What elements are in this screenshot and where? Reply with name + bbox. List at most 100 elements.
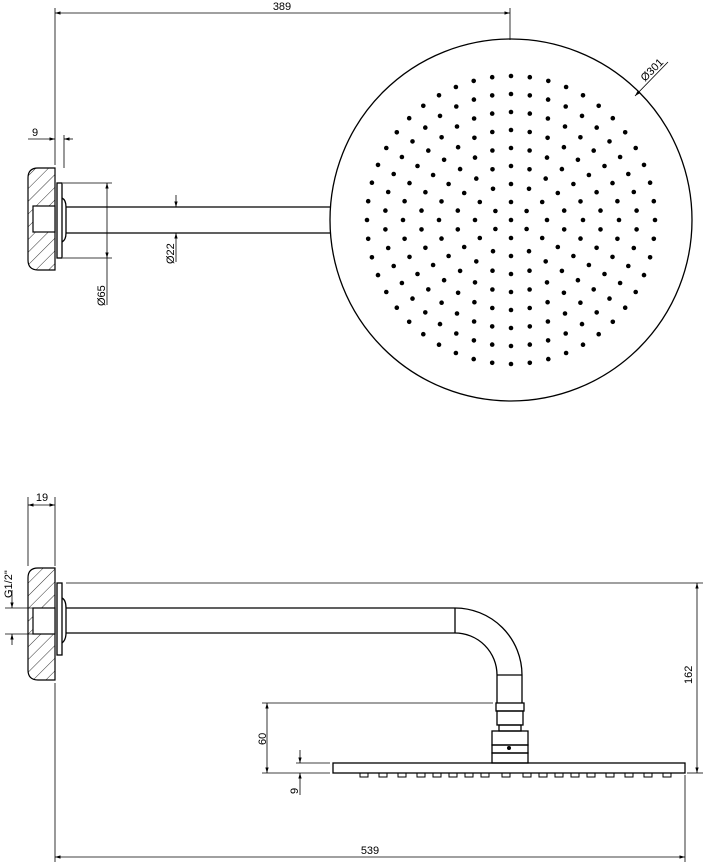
nozzle-dot	[545, 135, 550, 141]
nozzle-dot	[474, 176, 479, 181]
nozzle	[416, 772, 426, 778]
nozzle-dot	[508, 289, 514, 295]
nozzle-dot	[508, 217, 514, 223]
nozzle-dot	[578, 199, 583, 204]
nozzle-dot	[436, 342, 442, 348]
nozzle	[662, 772, 672, 778]
nozzle-dot	[561, 290, 567, 296]
nozzle-dot	[508, 73, 514, 79]
nozzle-dot	[421, 103, 426, 109]
nozzle	[501, 772, 511, 778]
nozzle-dot	[641, 272, 647, 278]
nozzle-dot	[615, 198, 620, 204]
nozzle-dot	[508, 181, 514, 187]
nozzle-dot	[633, 145, 638, 151]
nozzle-dot	[406, 115, 412, 121]
shower-head-side	[332, 762, 686, 774]
nozzle-dot	[457, 166, 463, 172]
nozzle-dot	[430, 262, 436, 268]
wall-socket-side	[32, 607, 56, 635]
nozzle-dot	[437, 321, 443, 327]
nozzle-dot	[410, 296, 415, 301]
nozzle-dot	[594, 245, 599, 251]
nozzle	[570, 772, 580, 778]
nozzle-dot	[383, 227, 388, 232]
nozzle	[378, 772, 388, 778]
nozzle	[624, 772, 634, 778]
wall-socket-top	[32, 205, 56, 233]
nozzle-dot	[607, 296, 612, 301]
nozzle-dot	[622, 130, 628, 135]
nozzle-dot	[472, 280, 478, 285]
nozzle-dot	[454, 104, 459, 109]
dim-flange-depth: 9	[32, 127, 38, 139]
nozzle-dot	[607, 139, 612, 144]
nozzle-dot	[579, 321, 585, 327]
nozzle-dot	[546, 356, 551, 362]
nozzle-dot	[508, 361, 514, 367]
nozzle-dot	[563, 350, 569, 356]
nozzle-dot	[406, 319, 412, 325]
nozzle-dot	[419, 208, 424, 213]
nozzle-dot	[526, 248, 532, 254]
nozzle-dot	[559, 166, 565, 172]
nozzle-dot	[527, 129, 532, 135]
nozzle-dot	[544, 280, 550, 285]
nozzle-dot	[421, 331, 426, 337]
nozzle-dot	[546, 78, 551, 84]
nozzle-dot	[527, 324, 533, 329]
nozzle-dot	[364, 217, 370, 223]
nozzle-dot	[610, 180, 615, 186]
nozzle-dot	[407, 254, 412, 260]
nozzle-dot	[471, 97, 477, 102]
nozzle-dot	[578, 135, 583, 140]
dim-thread: G1/2"	[3, 570, 15, 598]
nozzle-dot	[544, 217, 550, 223]
nozzle-dot	[596, 331, 601, 337]
nozzle-dot	[539, 199, 545, 205]
nozzle-dot	[508, 109, 514, 115]
nozzle-dots	[364, 73, 658, 367]
nozzle-dot	[423, 125, 428, 130]
nozzle-dot	[477, 235, 483, 241]
nozzle-dot	[375, 272, 381, 278]
nozzle-dot	[430, 172, 436, 178]
nozzle-dot	[490, 268, 495, 274]
nozzle-dot	[471, 116, 477, 121]
nozzle-dot	[394, 130, 400, 135]
nozzle-dot	[508, 307, 514, 313]
top-view: 389 9 Ø65 Ø22 Ø301	[27, 1, 693, 402]
nozzle-dot	[426, 287, 431, 292]
nozzle-dot	[610, 254, 615, 260]
nozzle-dot	[545, 319, 551, 324]
nozzle	[480, 772, 490, 778]
nozzle-dot	[490, 248, 496, 254]
nozzle-dot	[544, 155, 550, 160]
nozzle-dot	[641, 162, 647, 168]
nozzle-dot	[426, 148, 431, 153]
nozzle-dot	[489, 324, 495, 329]
nozzle	[605, 772, 615, 778]
nozzle-dot	[446, 181, 451, 187]
nozzle	[643, 772, 653, 778]
nozzle-dot	[384, 289, 389, 295]
nozzle-dot	[402, 236, 407, 242]
nozzle-dot	[474, 259, 479, 264]
nozzle-dot	[580, 93, 586, 98]
nozzle-row	[359, 772, 672, 778]
nozzle-dot	[563, 331, 568, 336]
dim-total-drop: 162	[683, 666, 695, 684]
nozzle-dot	[441, 277, 447, 283]
nozzle-dot	[652, 217, 658, 223]
nozzle-dot	[559, 268, 565, 274]
nozzle-dot	[527, 167, 532, 172]
nozzle-dot	[561, 208, 567, 213]
nozzle-dot	[402, 198, 407, 204]
nozzle-dot	[384, 145, 389, 151]
nozzle-dot	[579, 113, 585, 119]
nozzle-dot	[369, 180, 375, 185]
nozzle-dot	[622, 305, 628, 311]
nozzle-dot	[524, 208, 529, 214]
nozzle-dot	[631, 189, 637, 195]
dim-flange-diameter: Ø65	[96, 285, 108, 306]
